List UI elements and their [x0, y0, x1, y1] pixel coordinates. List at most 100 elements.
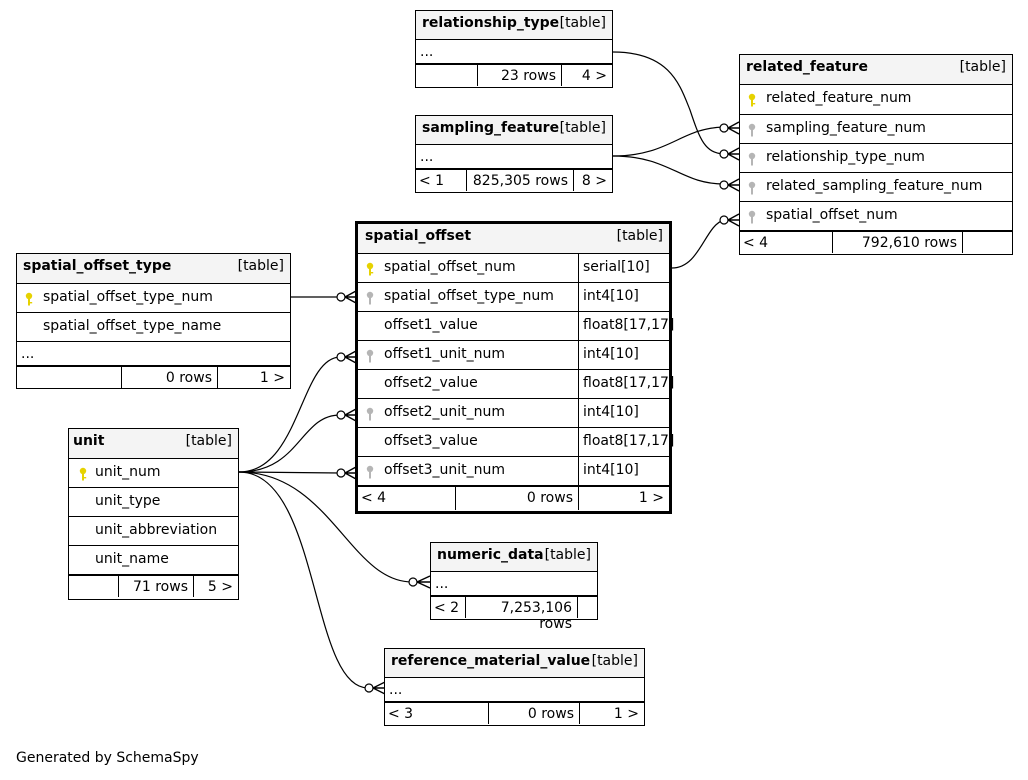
row-count: 0 rows: [121, 367, 217, 388]
parents-count[interactable]: < 2: [434, 600, 460, 616]
column-name: unit_abbreviation: [95, 522, 218, 538]
foreign-key-icon: [366, 407, 374, 421]
table-related-feature[interactable]: related_feature [table] related_feature_…: [739, 54, 1013, 255]
column-type: serial[10]: [578, 254, 669, 282]
parents-count[interactable]: [17, 367, 121, 388]
children-count[interactable]: 1 >: [578, 487, 669, 510]
column-row[interactable]: sampling_feature_num: [740, 115, 1012, 144]
children-count[interactable]: 5 >: [193, 576, 238, 597]
column-name: relationship_type_num: [766, 149, 925, 165]
table-ellipsis-row: ...: [431, 572, 597, 596]
column-row[interactable]: offset3_value float8[17,17]: [358, 428, 674, 457]
table-numeric-data[interactable]: numeric_data [table] ... < 2 7,253,106 r…: [430, 542, 598, 632]
table-unit[interactable]: unit [table] unit_num unit_type unit_abb…: [68, 428, 239, 600]
edge-spatial-offset-to-related-feature: [671, 219, 725, 269]
table-reference-material-value[interactable]: reference_material_value [table] ... < 3…: [384, 648, 645, 726]
children-count[interactable]: 4 >: [561, 65, 612, 86]
table-kind: [table]: [591, 653, 638, 669]
table-relationship-type[interactable]: relationship_type [table] ... 23 rows 4 …: [415, 10, 613, 88]
column-type: float8[17,17]: [578, 428, 674, 456]
row-count: 792,610 rows: [832, 232, 962, 253]
table-name: related_feature: [746, 59, 868, 75]
table-header: related_feature [table]: [740, 55, 1012, 85]
parents-count[interactable]: [416, 65, 477, 86]
column-row[interactable]: unit_abbreviation: [69, 517, 238, 546]
column-type: float8[17,17]: [578, 370, 674, 398]
column-row[interactable]: spatial_offset_type_num: [17, 284, 290, 313]
column-name: offset2_value: [384, 375, 478, 391]
column-row[interactable]: offset3_unit_num int4[10]: [358, 457, 669, 486]
table-footer: < 4 792,610 rows: [740, 231, 1012, 253]
column-row[interactable]: spatial_offset_num: [740, 202, 1012, 231]
table-name: sampling_feature: [422, 120, 560, 136]
column-row[interactable]: spatial_offset_type_num int4[10]: [358, 283, 669, 312]
column-name: offset3_unit_num: [384, 462, 506, 478]
edge-unit-to-reference-material-value: [238, 471, 369, 689]
foreign-key-icon: [748, 152, 756, 166]
children-count[interactable]: 1 >: [217, 367, 290, 388]
row-count: 71 rows: [118, 576, 193, 597]
row-count: 0 rows: [488, 703, 579, 724]
row-count: 23 rows: [477, 65, 561, 86]
column-row[interactable]: offset1_unit_num int4[10]: [358, 341, 669, 370]
column-row[interactable]: spatial_offset_num serial[10]: [358, 254, 669, 283]
table-kind: [table]: [959, 59, 1006, 75]
column-name: sampling_feature_num: [766, 120, 926, 136]
row-count: 0 rows: [455, 487, 578, 510]
foreign-key-icon: [748, 210, 756, 224]
foreign-key-icon: [748, 123, 756, 137]
column-name: offset1_value: [384, 317, 478, 333]
table-footer: < 4 0 rows 1 >: [358, 486, 669, 510]
children-count[interactable]: [962, 232, 1012, 253]
column-row[interactable]: offset2_value float8[17,17]: [358, 370, 674, 399]
table-ellipsis-row: ...: [416, 145, 612, 169]
ellipsis: ...: [389, 682, 403, 698]
table-name: reference_material_value: [391, 653, 591, 669]
table-header: spatial_offset [table]: [358, 224, 669, 254]
column-type: int4[10]: [578, 341, 669, 369]
column-row[interactable]: related_feature_num: [740, 85, 1012, 115]
foreign-key-icon: [748, 181, 756, 195]
column-name: related_sampling_feature_num: [766, 178, 983, 194]
ellipsis: ...: [21, 346, 35, 362]
edge-sampling-feature-to-related-feature-related: [612, 155, 725, 185]
parents-count[interactable]: [69, 576, 118, 597]
column-name: spatial_offset_type_num: [384, 288, 554, 304]
table-footer: < 3 0 rows 1 >: [385, 702, 644, 724]
foreign-key-icon: [366, 465, 374, 479]
edge-unit-to-offset2: [238, 414, 341, 473]
column-name: unit_num: [95, 464, 161, 480]
parents-count[interactable]: < 3: [388, 706, 414, 722]
column-row[interactable]: unit_num: [69, 459, 238, 488]
ellipsis: ...: [420, 44, 434, 60]
column-row[interactable]: related_sampling_feature_num: [740, 173, 1012, 202]
children-count[interactable]: [577, 597, 597, 618]
parents-count[interactable]: < 4: [743, 235, 769, 251]
table-spatial-offset[interactable]: spatial_offset [table] spatial_offset_nu…: [355, 221, 674, 514]
table-footer: 23 rows 4 >: [416, 64, 612, 86]
table-kind: [table]: [185, 433, 232, 449]
column-row[interactable]: spatial_offset_type_name: [17, 313, 290, 342]
children-count[interactable]: 1 >: [579, 703, 644, 724]
column-row[interactable]: unit_name: [69, 546, 238, 575]
table-ellipsis-row: ...: [385, 678, 644, 702]
table-name: spatial_offset_type: [23, 258, 172, 274]
column-name: spatial_offset_type_name: [43, 318, 222, 334]
column-row[interactable]: offset2_unit_num int4[10]: [358, 399, 669, 428]
table-kind: [table]: [544, 547, 591, 563]
table-sampling-feature[interactable]: sampling_feature [table] ... < 1 825,305…: [415, 115, 613, 193]
parents-count[interactable]: < 1: [419, 173, 445, 189]
generated-by-note: Generated by SchemaSpy: [16, 750, 199, 766]
parents-count[interactable]: < 4: [361, 490, 387, 506]
table-footer: < 2 7,253,106 rows: [431, 596, 597, 632]
children-count[interactable]: 8 >: [573, 170, 612, 191]
table-footer: < 1 825,305 rows 8 >: [416, 169, 612, 191]
column-row[interactable]: relationship_type_num: [740, 144, 1012, 173]
table-spatial-offset-type[interactable]: spatial_offset_type [table] spatial_offs…: [16, 253, 291, 389]
table-name: relationship_type: [422, 15, 560, 31]
column-name: spatial_offset_num: [384, 259, 516, 275]
column-row[interactable]: offset1_value float8[17,17]: [358, 312, 674, 341]
edge-relationship-type-to-related-feature: [612, 51, 725, 155]
table-kind: [table]: [237, 258, 284, 274]
column-row[interactable]: unit_type: [69, 488, 238, 517]
